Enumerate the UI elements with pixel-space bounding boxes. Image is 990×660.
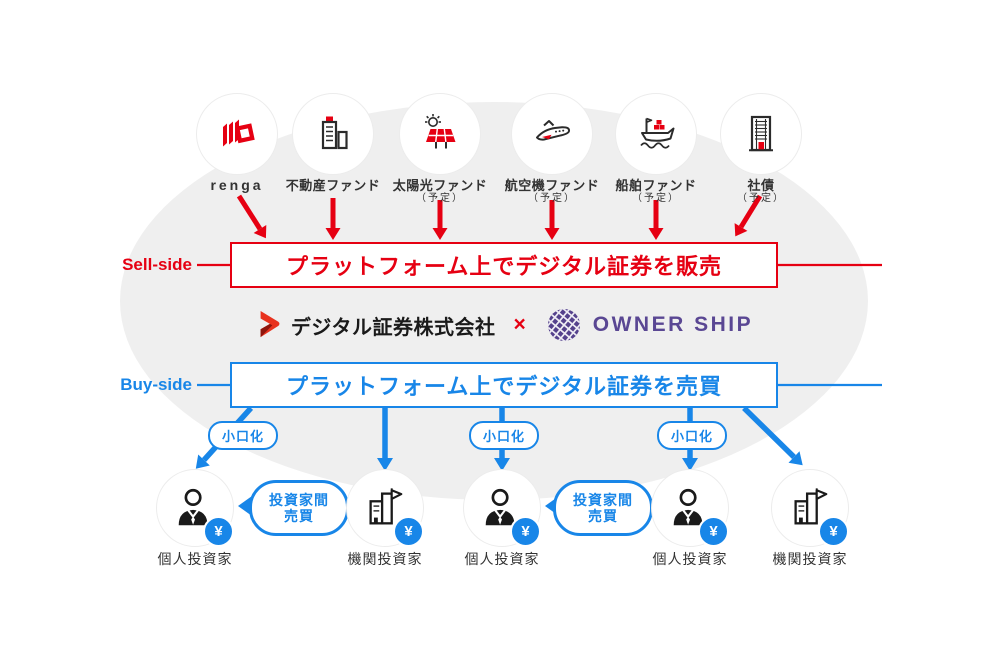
yen-badge-icon: ¥	[393, 516, 424, 547]
office-building-icon	[749, 115, 773, 152]
asset-solar-fund: 太陽光ファンド （予定）	[385, 93, 495, 205]
trade-pill-line1: 投資家間	[573, 492, 633, 508]
ownership-name: OWNER SHIP	[592, 313, 754, 336]
entity-circle: ¥	[463, 469, 541, 547]
asset-label: 船舶ファンド	[615, 178, 697, 193]
asset-note: （予定）	[416, 193, 464, 204]
asset-note: （予定）	[737, 193, 785, 204]
investor-individual-1: ¥ 個人投資家	[140, 469, 250, 569]
asset-circle	[615, 93, 697, 175]
asset-real-estate-fund: 不動産ファンド	[278, 93, 388, 193]
yen-badge-icon: ¥	[698, 516, 729, 547]
institutional-investor-icon	[794, 488, 828, 525]
investor-trade-pill: 投資家間 売買	[553, 480, 653, 536]
solar-panel-icon	[425, 114, 456, 149]
asset-label: 不動産ファンド	[285, 178, 381, 193]
ownership-logo: OWNER SHIP	[543, 305, 754, 345]
side-rails	[197, 263, 882, 387]
asset-note: （予定）	[528, 193, 576, 204]
individual-investor-icon	[485, 488, 515, 526]
individual-investor-icon	[673, 488, 703, 526]
renga-logo-icon	[223, 119, 255, 147]
investor-label: 機関投資家	[347, 551, 423, 567]
blue-arrows	[195, 406, 803, 471]
investor-label: 機関投資家	[772, 551, 848, 567]
entity-circle: ¥	[346, 469, 424, 547]
buy-side-label: Buy-side	[120, 375, 192, 394]
aircraft-icon	[536, 120, 571, 141]
asset-circle	[720, 93, 802, 175]
investor-individual-3: ¥ 個人投資家	[635, 469, 745, 569]
entity-circle: ¥	[771, 469, 849, 547]
investor-institutional-2: ¥ 機関投資家	[755, 469, 865, 569]
asset-circle	[511, 93, 593, 175]
investor-trade-pill: 投資家間 売買	[249, 480, 349, 536]
institutional-investor-icon	[369, 488, 403, 525]
asset-circle	[399, 93, 481, 175]
partnership-x-separator: ×	[513, 313, 526, 336]
trade-pill-line1: 投資家間	[269, 492, 329, 508]
asset-label: 航空機ファンド	[504, 178, 600, 193]
sell-platform-text: プラットフォーム上でデジタル証券を販売	[286, 254, 722, 279]
digital-securities-logo: デジタル証券株式会社	[255, 306, 496, 344]
investor-label: 個人投資家	[157, 551, 233, 567]
yen-badge-icon: ¥	[510, 516, 541, 547]
investor-individual-2: ¥ 個人投資家	[447, 469, 557, 569]
sell-platform-box: プラットフォーム上でデジタル証券を販売	[230, 242, 778, 288]
asset-circle	[196, 93, 278, 175]
yen-badge-icon: ¥	[818, 516, 849, 547]
asset-ship-fund: 船舶ファンド （予定）	[601, 93, 711, 205]
trade-pill-line2: 売買	[588, 508, 618, 524]
asset-label: 太陽光ファンド	[392, 178, 488, 193]
fractionalization-pill: 小口化	[469, 421, 539, 450]
trade-pill-line2: 売買	[284, 508, 314, 524]
fractionalization-pill: 小口化	[208, 421, 278, 450]
ownership-globe-icon	[543, 305, 584, 345]
buy-platform-text: プラットフォーム上でデジタル証券を売買	[286, 374, 722, 399]
asset-note: （予定）	[632, 193, 680, 204]
cargo-ship-icon	[640, 117, 675, 149]
red-arrows	[236, 194, 763, 240]
sell-side-label: Sell-side	[122, 255, 192, 274]
asset-circle	[292, 93, 374, 175]
buy-platform-box: プラットフォーム上でデジタル証券を売買	[230, 362, 778, 408]
fractionalization-pill: 小口化	[657, 421, 727, 450]
yen-badge-icon: ¥	[203, 516, 234, 547]
digital-securities-logo-icon	[260, 311, 280, 338]
entity-circle: ¥	[651, 469, 729, 547]
entity-circle: ¥	[156, 469, 234, 547]
individual-investor-icon	[178, 488, 208, 526]
asset-label: 社債	[747, 178, 775, 193]
investor-label: 個人投資家	[464, 551, 540, 567]
asset-renga: renga	[182, 93, 292, 193]
digital-securities-name: デジタル証券株式会社	[290, 316, 496, 339]
investor-label: 個人投資家	[652, 551, 728, 567]
asset-label: renga	[210, 177, 264, 193]
platform-logos: デジタル証券株式会社 × OWNER SHIP	[230, 299, 778, 351]
investor-institutional-1: ¥ 機関投資家	[330, 469, 440, 569]
real-estate-building-icon	[321, 116, 348, 150]
asset-aircraft-fund: 航空機ファンド （予定）	[497, 93, 607, 205]
asset-corporate-bond: 社債 （予定）	[706, 93, 816, 205]
